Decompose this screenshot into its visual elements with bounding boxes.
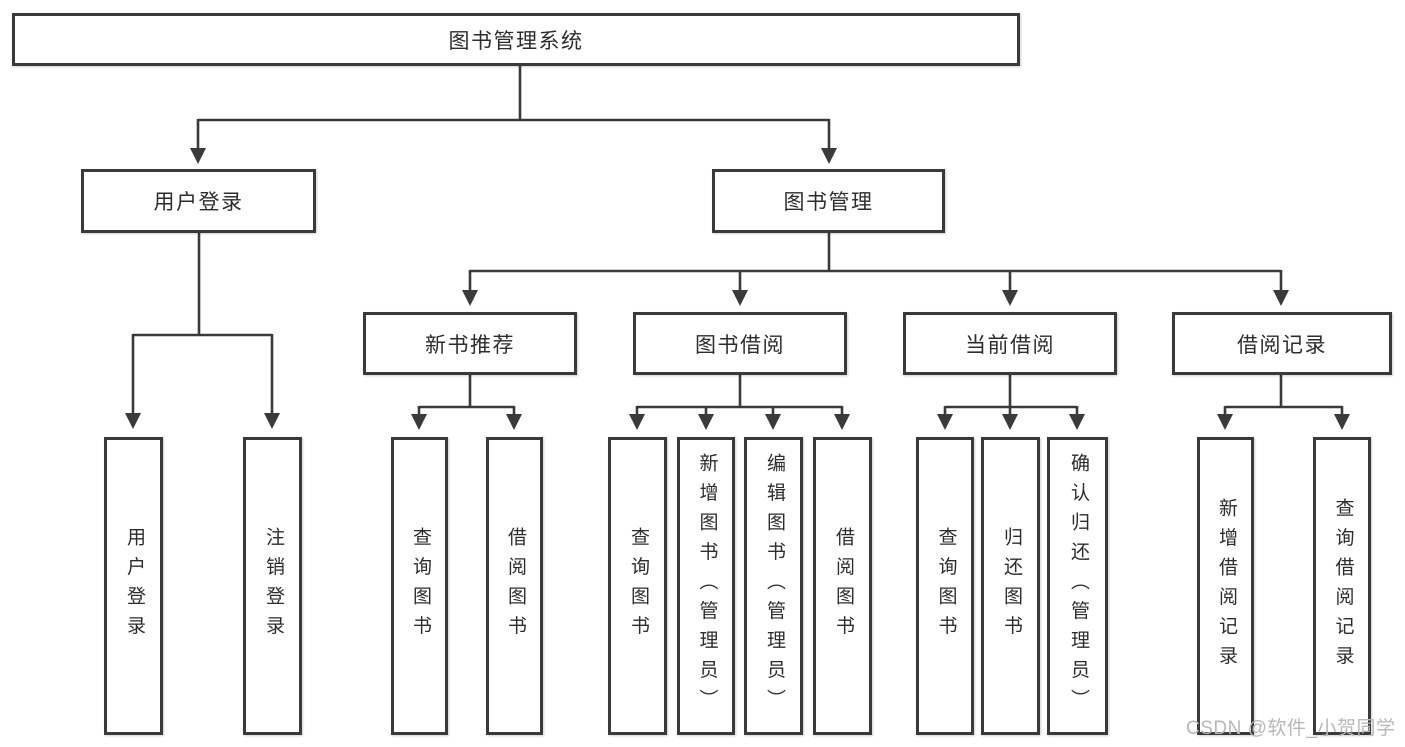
node-book-management-label: 图书管理 [783,191,874,214]
leaf-return-books: 归还图书 [981,437,1040,735]
leaf-user-login-label: 用户登录 [123,527,145,645]
leaf-borrow-query-books-label: 查询图书 [627,527,649,645]
leaf-recommend-query-books: 查询图书 [391,437,448,735]
leaf-logout-label: 注销登录 [262,527,284,645]
node-root-label: 图书管理系统 [448,29,584,53]
leaf-add-books-admin-label: 新增图书（管理员） [696,453,718,719]
node-root: 图书管理系统 [12,13,1020,66]
leaf-add-borrow-record-label: 新增借阅记录 [1215,497,1237,675]
node-book-borrowing-label: 图书借阅 [695,333,785,357]
node-borrow-records: 借阅记录 [1172,312,1392,375]
leaf-recommend-query-books-label: 查询图书 [409,527,431,645]
leaf-confirm-return-admin: 确认归还（管理员） [1047,437,1108,735]
leaf-recommend-borrow-books-label: 借阅图书 [504,527,526,645]
node-current-borrowing: 当前借阅 [903,312,1117,375]
node-user-login-label: 用户登录 [153,191,244,214]
node-new-book-recommend-label: 新书推荐 [425,333,515,357]
leaf-borrow-books-label: 借阅图书 [832,527,854,645]
leaf-confirm-return-admin-label: 确认归还（管理员） [1067,453,1089,719]
leaf-borrow-query-books: 查询图书 [608,437,667,735]
leaf-current-query-books-label: 查询图书 [935,527,957,645]
leaf-logout: 注销登录 [243,437,302,735]
leaf-user-login: 用户登录 [104,437,163,735]
csdn-watermark: CSDN @软件_小贺同学 [1186,718,1396,739]
node-user-login: 用户登录 [81,169,316,233]
leaf-current-query-books: 查询图书 [916,437,974,735]
leaf-query-borrow-record: 查询借阅记录 [1313,437,1371,735]
leaf-edit-books-admin-label: 编辑图书（管理员） [763,453,785,719]
leaf-edit-books-admin: 编辑图书（管理员） [744,437,803,735]
leaf-return-books-label: 归还图书 [1000,527,1022,645]
leaf-borrow-books: 借阅图书 [813,437,872,735]
node-borrow-records-label: 借阅记录 [1237,333,1327,357]
node-book-borrowing: 图书借阅 [633,312,847,375]
node-current-borrowing-label: 当前借阅 [965,333,1055,357]
leaf-recommend-borrow-books: 借阅图书 [486,437,543,735]
leaf-query-borrow-record-label: 查询借阅记录 [1332,497,1354,675]
node-book-management: 图书管理 [712,169,945,233]
leaf-add-borrow-record: 新增借阅记录 [1197,437,1254,735]
node-new-book-recommend: 新书推荐 [363,312,577,375]
leaf-add-books-admin: 新增图书（管理员） [677,437,735,735]
